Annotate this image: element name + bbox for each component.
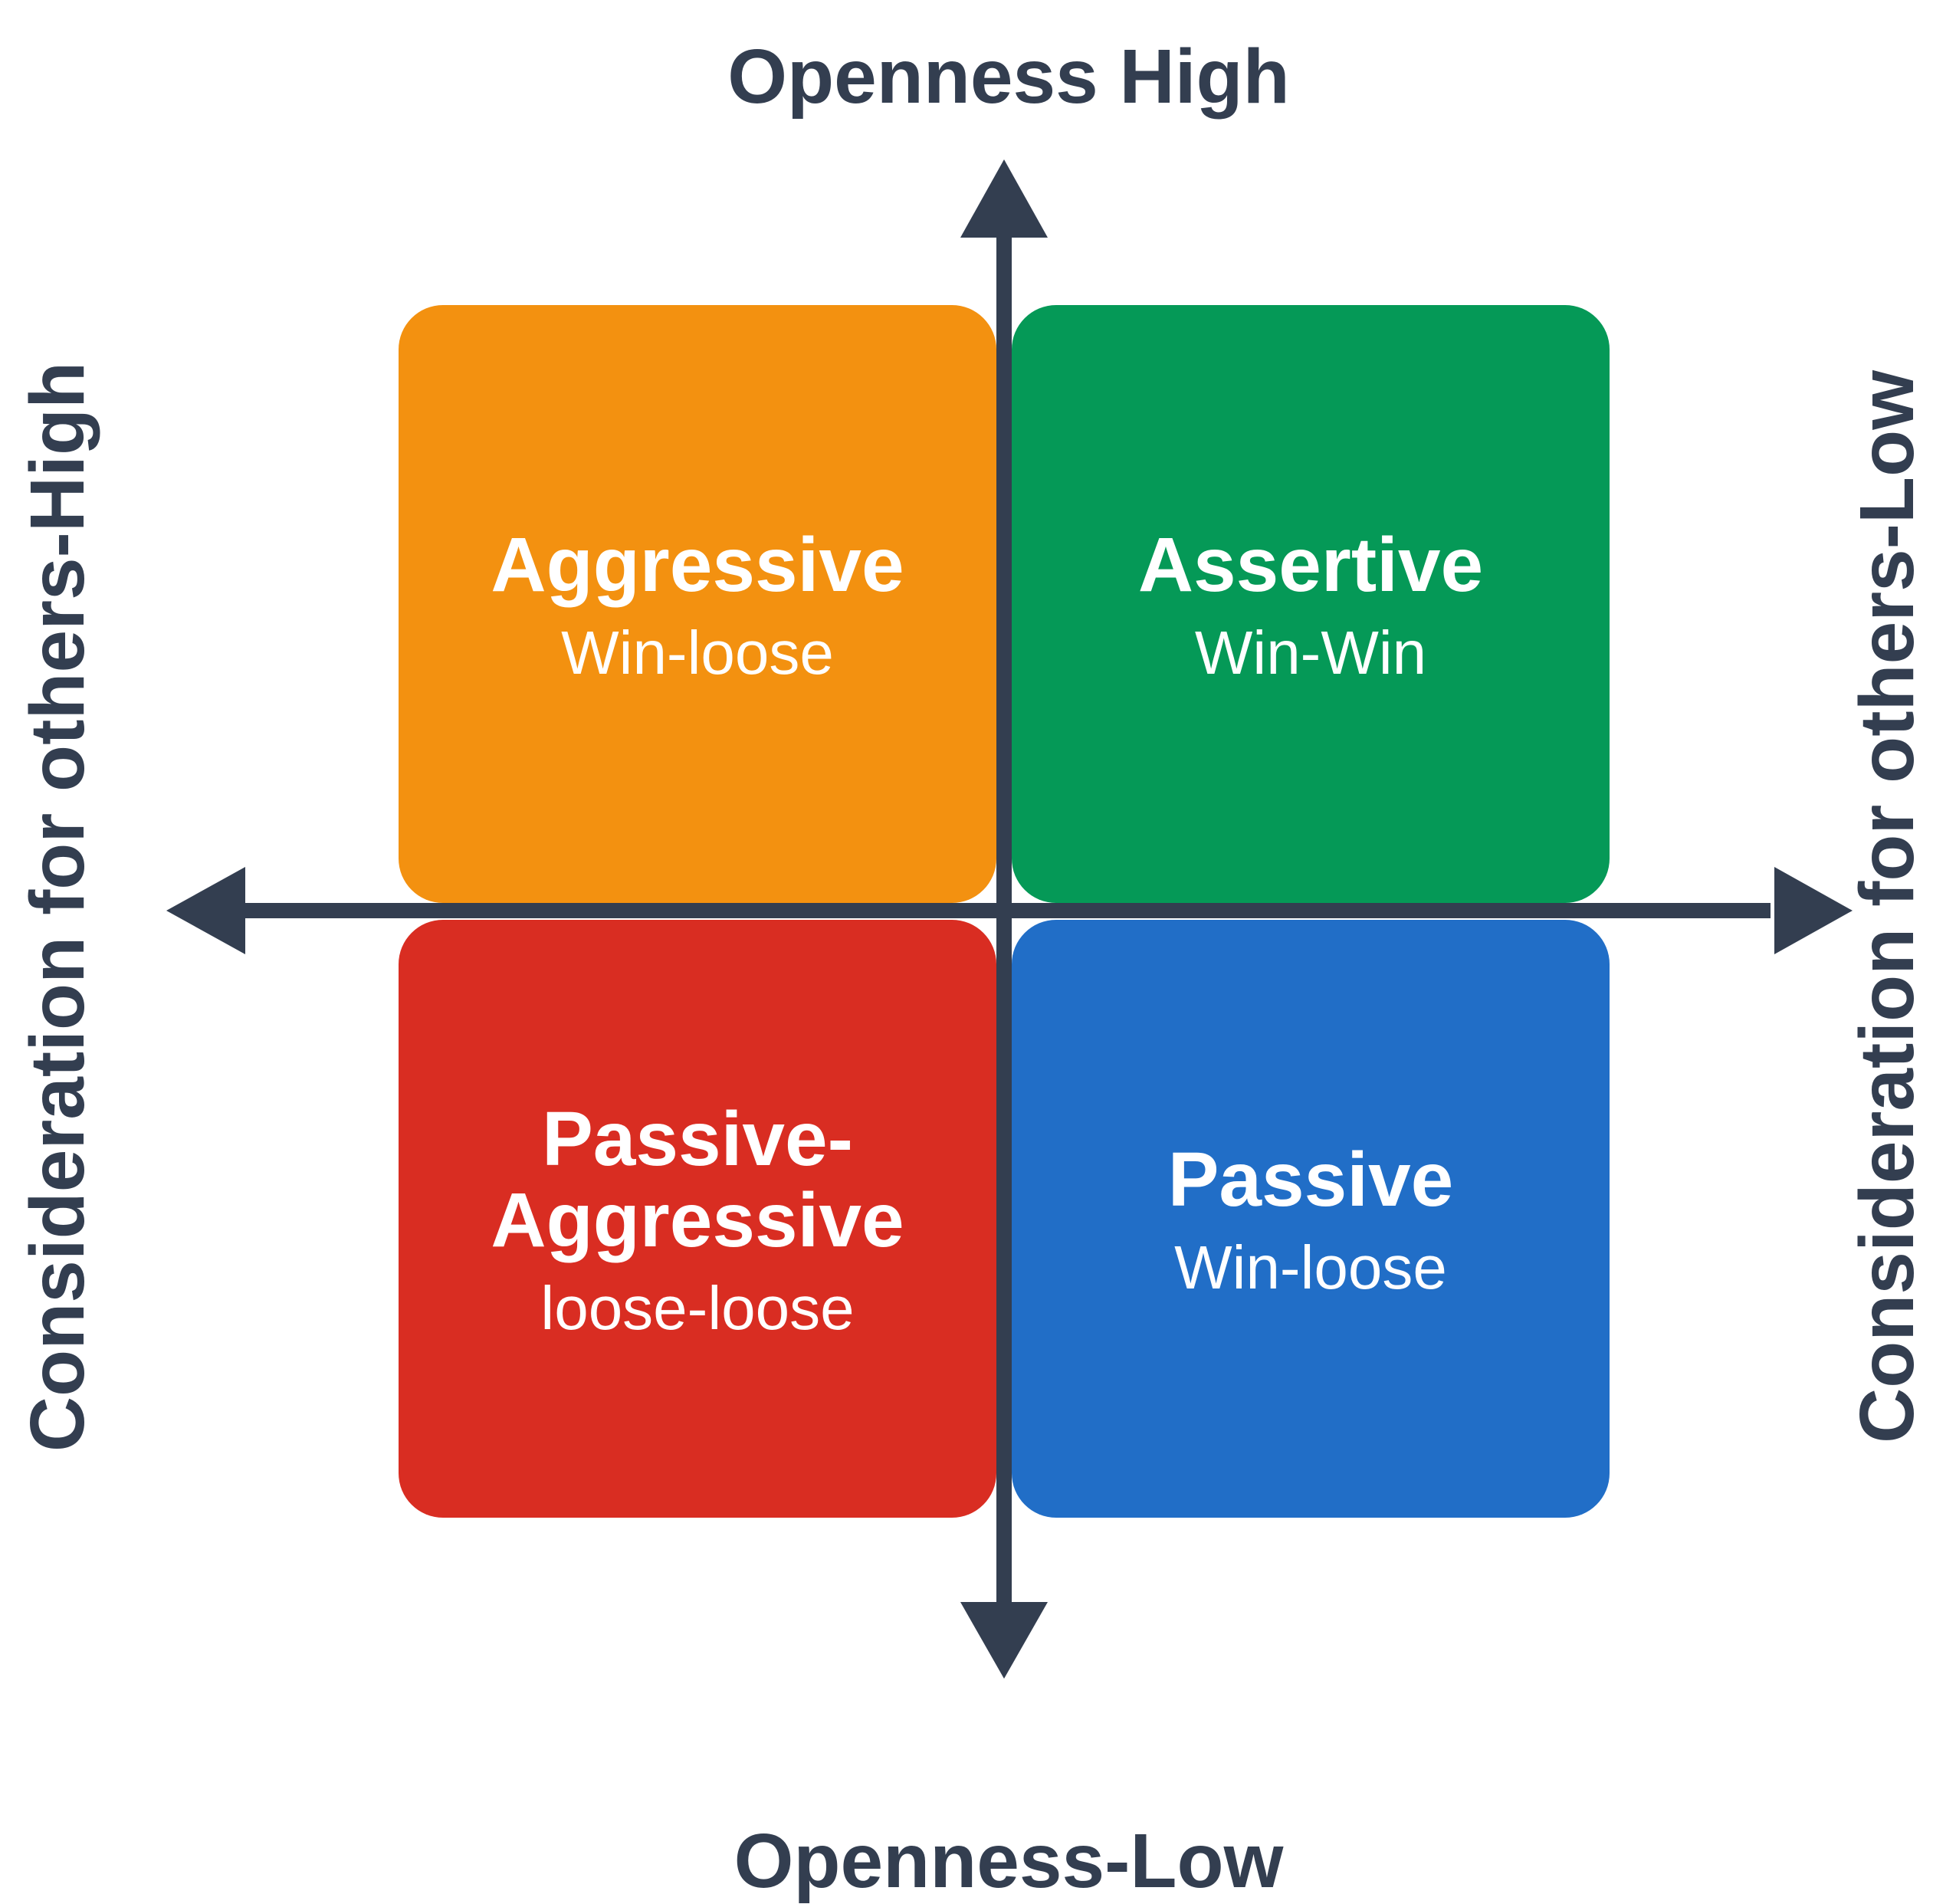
quadrant-title: Passive [1167, 1137, 1454, 1223]
quadrant-title: Assertive [1137, 522, 1484, 608]
vertical-axis-line [996, 230, 1012, 1610]
horizontal-axis-line [238, 903, 1771, 918]
arrow-left-icon [166, 867, 245, 954]
arrow-up-icon [960, 159, 1048, 238]
quadrant-subtitle: Win-loose [1174, 1233, 1447, 1302]
quadrant-subtitle: Win-Win [1194, 619, 1427, 687]
axis-label-top: Openness High [727, 34, 1290, 120]
quadrant-subtitle: loose-loose [540, 1274, 855, 1342]
axis-label-bottom: Openness-Low [733, 1818, 1284, 1904]
quadrant-title-line2: Aggressive [491, 1177, 904, 1263]
quadrant-title: Aggressive [491, 522, 904, 608]
quadrant-passive-aggressive: Passive- Aggressive loose-loose [399, 920, 996, 1518]
quadrant-aggressive: Aggressive Win-loose [399, 305, 996, 903]
quadrant-assertive: Assertive Win-Win [1012, 305, 1610, 903]
quadrant-title-line1: Passive- [542, 1096, 853, 1182]
arrow-down-icon [960, 1602, 1048, 1679]
arrow-right-icon [1774, 867, 1853, 954]
quadrant-subtitle: Win-loose [561, 619, 834, 687]
quadrant-passive: Passive Win-loose [1012, 920, 1610, 1518]
